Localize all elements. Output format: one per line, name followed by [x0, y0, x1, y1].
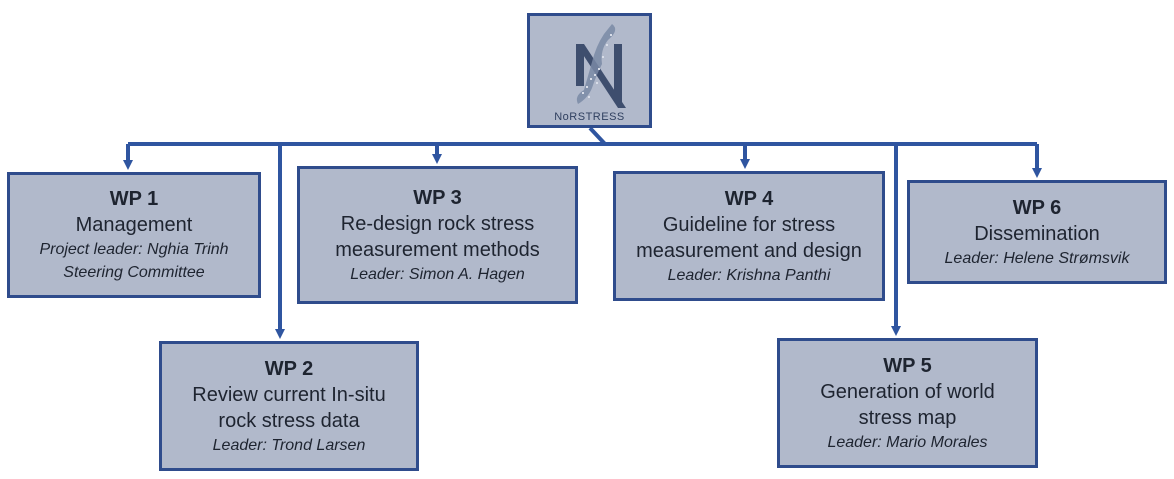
wp4-box: WP 4 Guideline for stress measurement an… — [613, 171, 885, 301]
norstress-logo: NoRSTRESS — [527, 13, 652, 128]
wp5-description-line: Generation of world — [820, 380, 995, 403]
logo-text: NoRSTRESS — [554, 111, 625, 123]
wp1-title: WP 1 — [109, 188, 159, 210]
wp4-description-line: Guideline for stress — [662, 213, 836, 236]
wp1-description-line: Management — [75, 214, 193, 236]
wp6-description-line: Dissemination — [974, 222, 1100, 245]
wp4-leader: Leader: Krishna Panthi — [667, 266, 831, 284]
wp5-description-line: stress map — [858, 406, 957, 429]
wp2-title: WP 2 — [264, 357, 314, 380]
wp3-title: WP 3 — [413, 186, 462, 209]
wp3-description-line: measurement methods — [335, 238, 540, 261]
wp1-leader-line: Steering Committee — [63, 264, 205, 281]
wp4-description-line: measurement and design — [636, 239, 862, 262]
wp6-leader: Leader: Helene Strømsvik — [944, 249, 1130, 267]
wp6-title: WP 6 — [1012, 196, 1062, 219]
wp2-description-line: rock stress data — [218, 409, 360, 432]
wp2-description-line: Review current In-situ — [192, 383, 386, 406]
wp5-box: WP 5 Generation of world stress map Lead… — [777, 338, 1038, 468]
wp1-leader: Project leader: Nghia Trinh — [39, 241, 229, 258]
wp3-leader: Leader: Simon A. Hagen — [350, 265, 525, 283]
wp5-title: WP 5 — [883, 354, 932, 377]
wp6-box: WP 6 Dissemination Leader: Helene Strøms… — [907, 180, 1167, 284]
wp1-box: WP 1 Management Project leader: Nghia Tr… — [7, 172, 261, 298]
norstress-logo-icon — [576, 24, 626, 108]
wp3-description-line: Re-design rock stress — [340, 212, 535, 235]
wp3-box: WP 3 Re-design rock stress measurement m… — [297, 166, 578, 304]
wp2-leader: Leader: Trond Larsen — [212, 436, 366, 454]
wp2-box: WP 2 Review current In-situ rock stress … — [159, 341, 419, 471]
connector-stem — [588, 126, 607, 146]
wp5-leader: Leader: Mario Morales — [827, 433, 988, 451]
wp4-title: WP 4 — [724, 187, 774, 210]
